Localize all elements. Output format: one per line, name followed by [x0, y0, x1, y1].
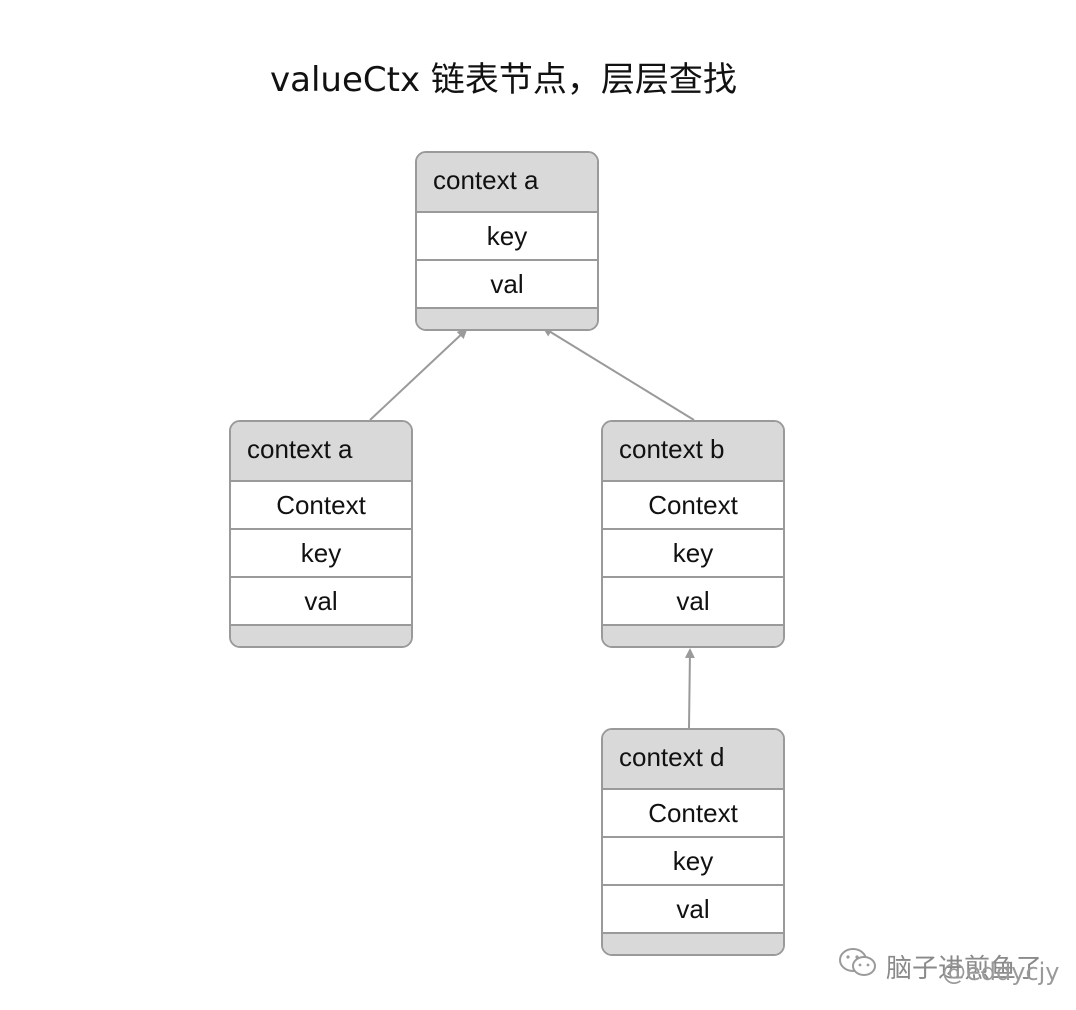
node-field-context: Context — [231, 482, 411, 530]
node-field-key: key — [231, 530, 411, 578]
node-header: context a — [417, 153, 597, 213]
node-header: context a — [231, 422, 411, 482]
wechat-icon — [838, 946, 878, 987]
node-field-key: key — [603, 838, 783, 886]
watermark-credit: @eddycjy — [942, 958, 1060, 986]
node-header: context b — [603, 422, 783, 482]
node-context-a: context a Context key val — [229, 420, 413, 648]
node-footer — [603, 934, 783, 954]
node-footer — [603, 626, 783, 646]
edge-a-to-root — [369, 328, 468, 421]
edge-b-to-root — [542, 326, 695, 421]
node-field-context: Context — [603, 790, 783, 838]
node-context-d: context d Context key val — [601, 728, 785, 956]
node-field-key: key — [417, 213, 597, 261]
node-context-b: context b Context key val — [601, 420, 785, 648]
node-context-a-root: context a key val — [415, 151, 599, 331]
node-field-context: Context — [603, 482, 783, 530]
node-field-val: val — [231, 578, 411, 626]
node-field-val: val — [603, 886, 783, 934]
edge-d-to-b — [684, 648, 695, 729]
node-header: context d — [603, 730, 783, 790]
node-field-val: val — [603, 578, 783, 626]
node-field-key: key — [603, 530, 783, 578]
watermark: 脑子进煎鱼了 @eddycjy — [838, 946, 1060, 987]
node-footer — [417, 309, 597, 329]
node-field-val: val — [417, 261, 597, 309]
watermark-text: 脑子进煎鱼了 — [886, 954, 1043, 984]
diagram-title: valueCtx 链表节点，层层查找 — [270, 60, 737, 100]
node-footer — [231, 626, 411, 646]
